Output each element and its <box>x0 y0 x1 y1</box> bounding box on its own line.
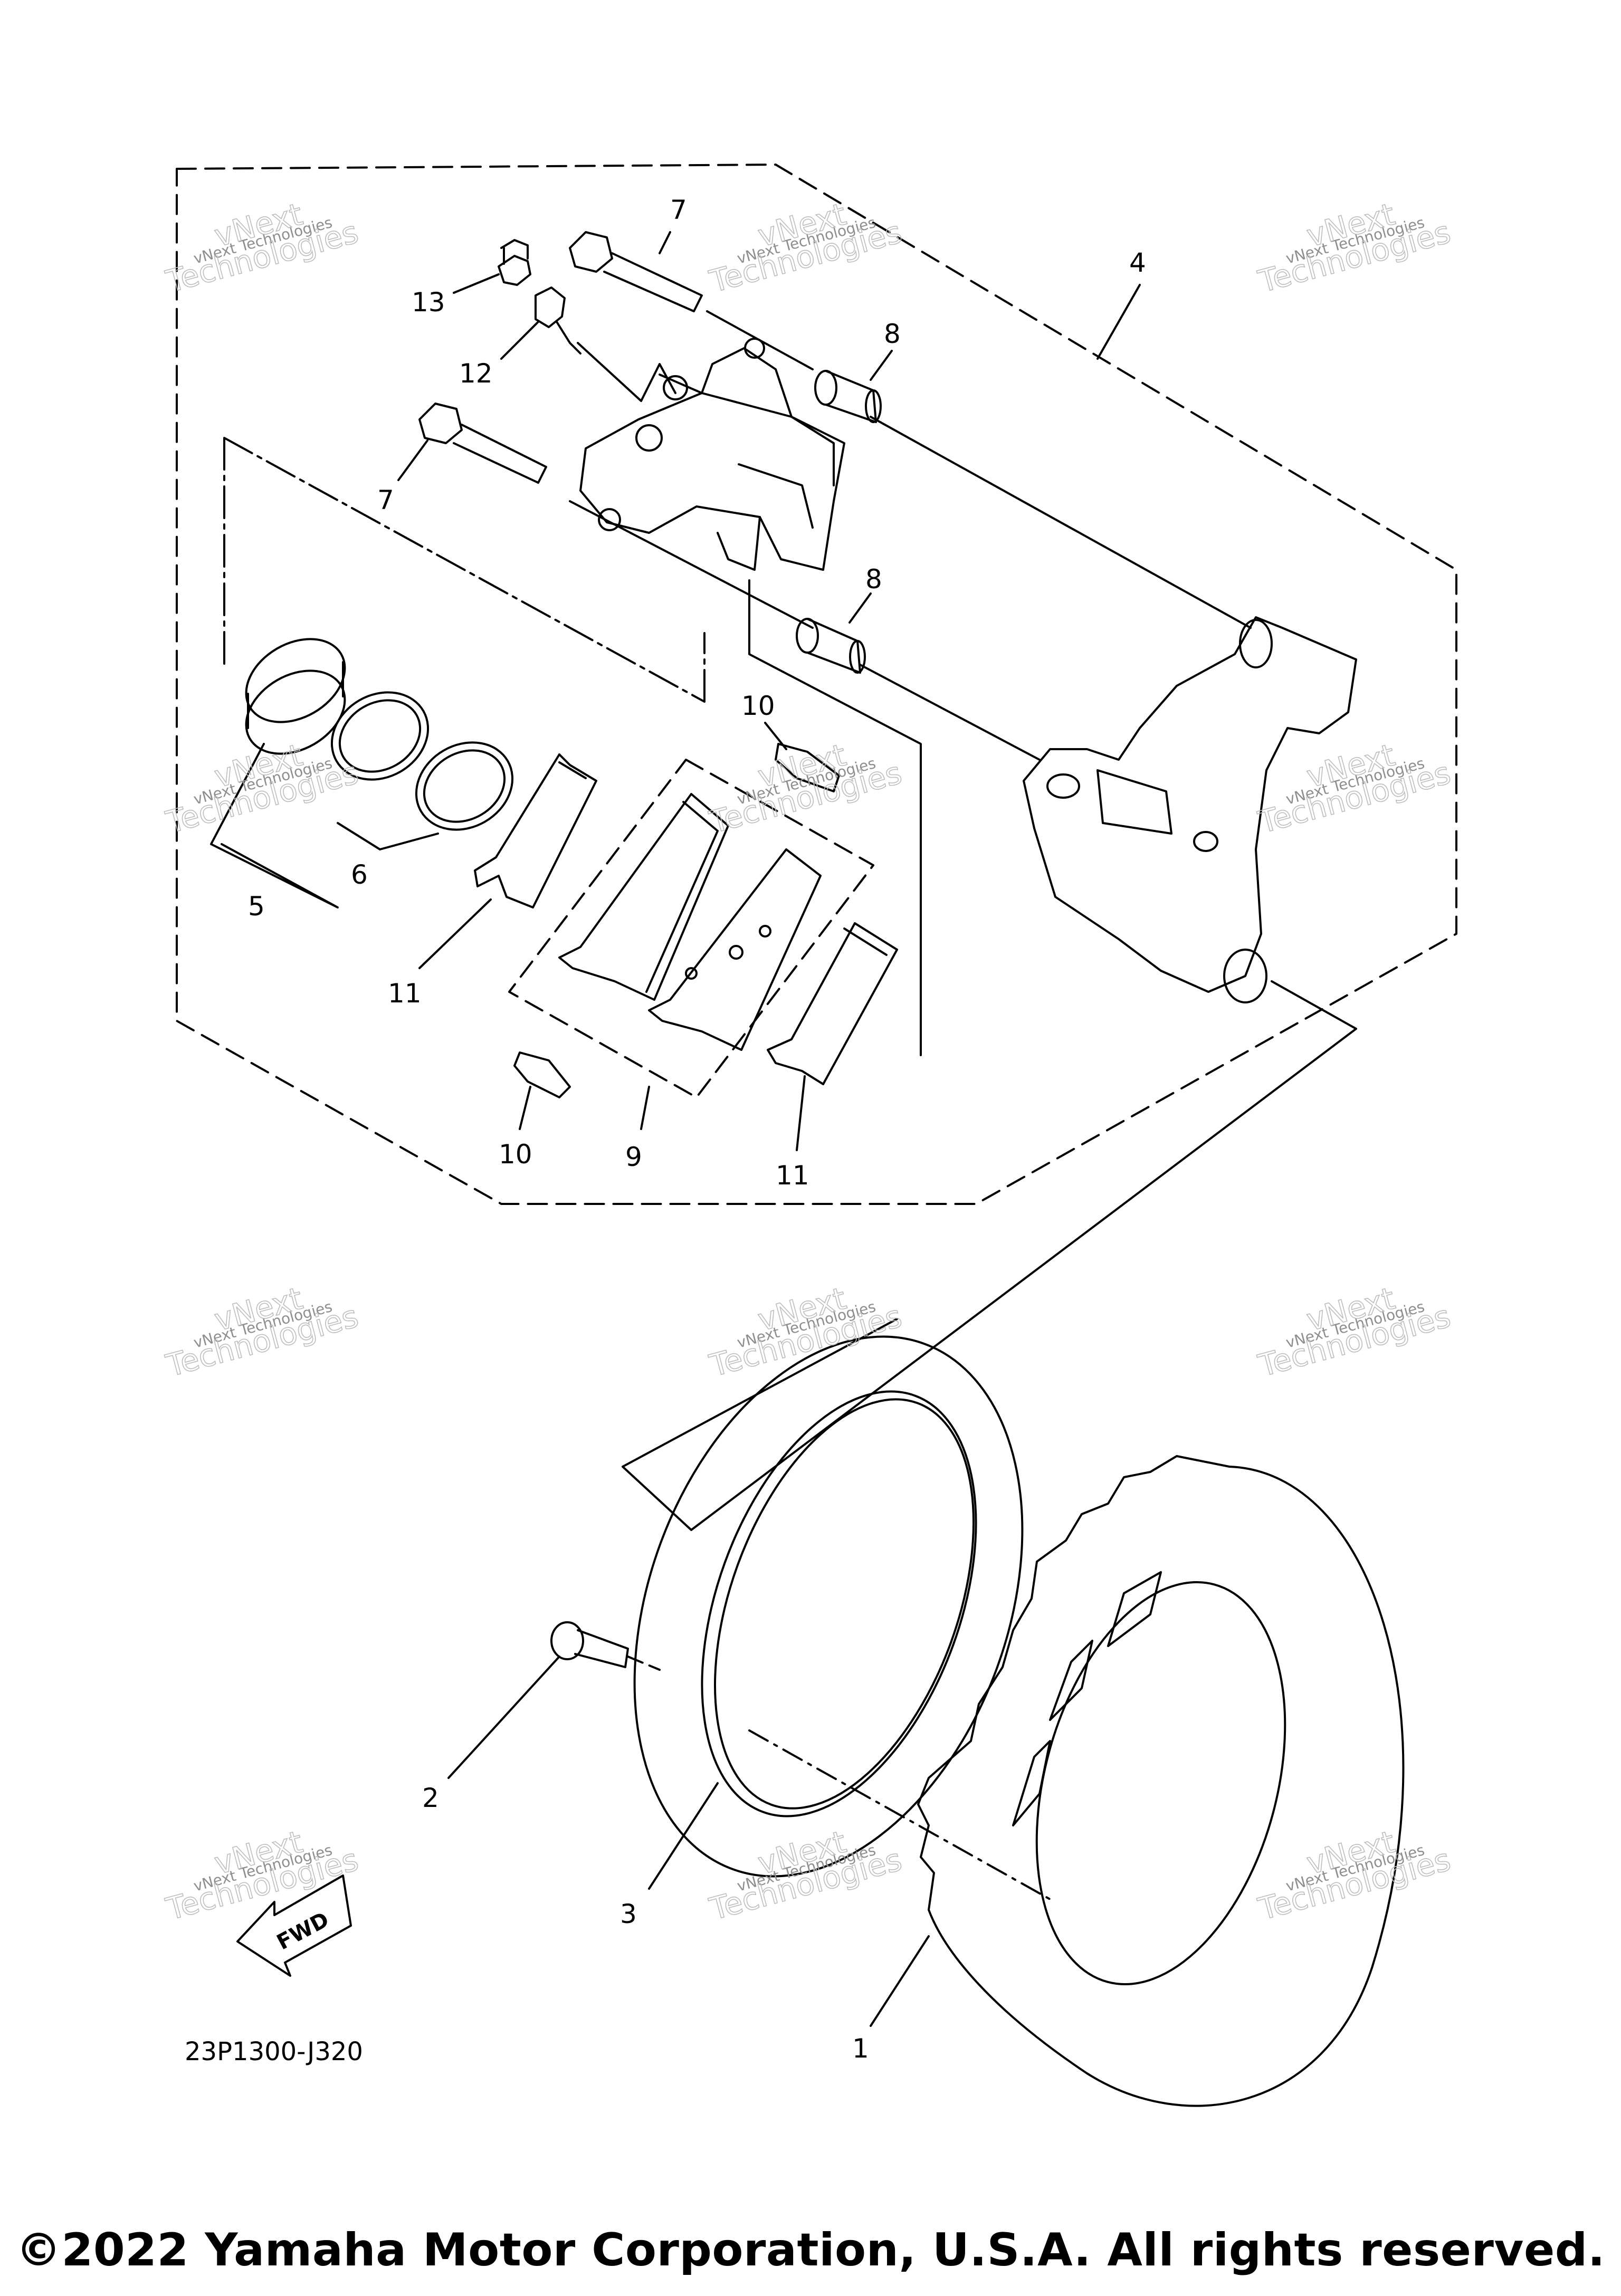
brake-pad-left <box>558 793 729 1001</box>
caliper-body-bracket <box>748 579 922 1056</box>
callout-6: 6 <box>351 859 368 890</box>
callout-12: 12 <box>459 358 493 389</box>
pad-shim-left <box>474 753 597 908</box>
seal-group-bracket <box>223 437 705 703</box>
caliper-assembly-boundary <box>176 164 1457 1205</box>
leader-9 <box>640 1086 650 1130</box>
leader-10a <box>764 722 787 750</box>
leader-13 <box>453 273 500 294</box>
bleeder-cap <box>498 239 531 286</box>
leader-6 <box>337 822 439 850</box>
pin-bolt-lower <box>418 403 547 484</box>
callout-7-lower: 7 <box>377 485 394 515</box>
disc-bolt <box>550 1621 629 1668</box>
watermark-grid: vNext Technologies vNext Technologies vN… <box>162 196 1455 1928</box>
fwd-arrow-icon <box>236 1874 352 1977</box>
callout-11-right: 11 <box>776 1160 809 1191</box>
callout-9: 9 <box>625 1142 642 1172</box>
brake-disc <box>917 1455 1405 2107</box>
bleeder-screw <box>535 286 581 355</box>
leader-11b <box>796 1075 806 1151</box>
leader-5 <box>210 743 339 908</box>
callout-1: 1 <box>852 2033 869 2064</box>
disc-bolt-axis <box>627 1656 661 1671</box>
leader-1 <box>870 1935 930 2027</box>
caliper-body <box>579 338 845 571</box>
pad-spring-upper <box>775 743 840 792</box>
leader-8b <box>848 592 872 624</box>
leader-8a <box>870 350 893 381</box>
callout-3: 3 <box>620 1899 637 1929</box>
pad-set-boundary <box>508 759 874 1098</box>
callout-7-upper: 7 <box>670 195 687 225</box>
pin-boot-upper <box>814 370 882 423</box>
pad-shim-right <box>767 922 898 1085</box>
piston-seals <box>330 691 514 831</box>
callout-8-lower: 8 <box>865 564 882 595</box>
diagram-code: 23P1300-J320 <box>185 2037 363 2067</box>
callout-4: 4 <box>1129 247 1146 278</box>
leader-11a <box>418 898 492 969</box>
leader-10b <box>519 1086 531 1130</box>
copyright-notice: ©2022 Yamaha Motor Corporation, U.S.A. A… <box>16 2224 1605 2276</box>
caliper-bracket <box>1023 616 1357 1003</box>
piston <box>245 638 346 755</box>
callout-8-upper: 8 <box>884 319 901 349</box>
leader-12 <box>500 321 539 360</box>
leader-7a <box>659 231 671 254</box>
callout-2: 2 <box>422 1783 439 1813</box>
callout-13: 13 <box>412 287 445 318</box>
callout-10-upper: 10 <box>741 691 775 721</box>
disc-mount-axis <box>748 1729 1051 1900</box>
pad-spring-lower <box>513 1051 571 1098</box>
disc-carrier-ring <box>633 1335 1024 1878</box>
leader-3 <box>648 1782 719 1890</box>
fwd-label: FWD <box>273 1908 333 1955</box>
leader-7b <box>397 439 428 481</box>
leader-2 <box>447 1656 560 1779</box>
callout-10-lower: 10 <box>499 1139 532 1170</box>
bolt-axis-line-upper <box>706 310 1252 629</box>
caliper-to-disc-line <box>622 980 1357 1531</box>
brake-pad-right <box>648 848 822 1051</box>
pin-boot-lower <box>796 618 866 674</box>
pin-bolt-upper <box>569 231 703 312</box>
callout-11-left: 11 <box>388 978 422 1009</box>
bolt-axis-line-lower <box>569 500 1041 761</box>
leader-4 <box>1096 284 1141 360</box>
callout-5: 5 <box>248 891 265 922</box>
bleeder-leader <box>577 342 676 402</box>
